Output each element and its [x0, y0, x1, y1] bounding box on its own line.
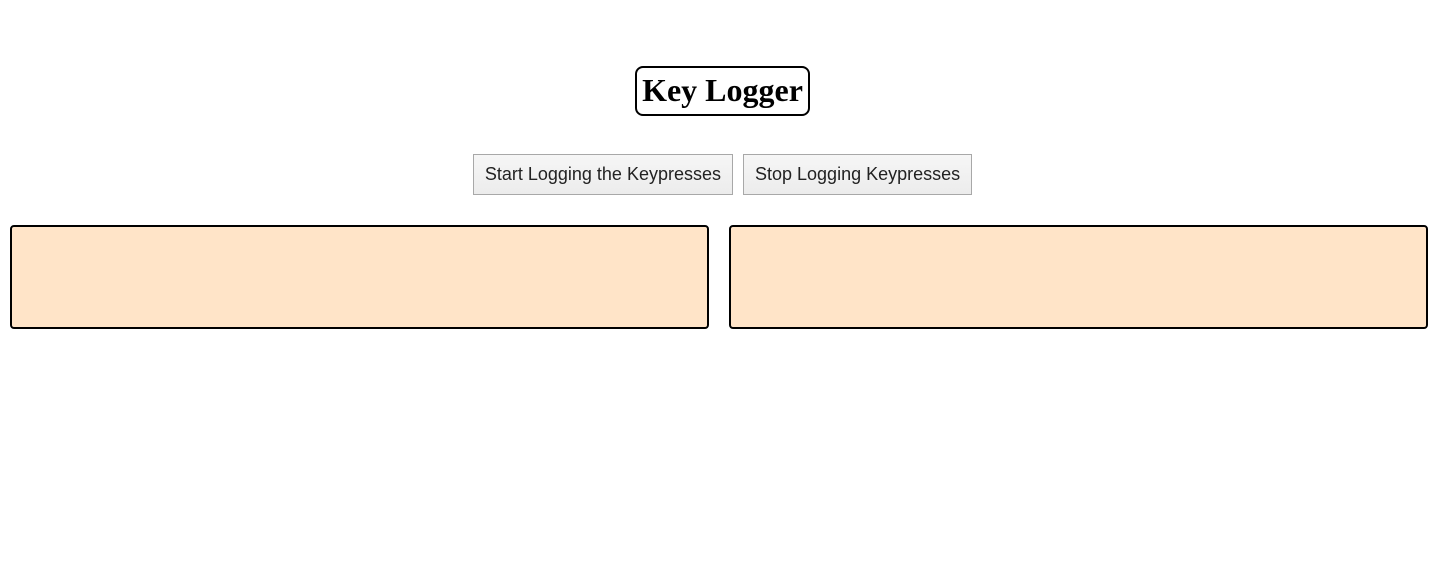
log-panels: [10, 225, 1428, 329]
start-logging-button[interactable]: Start Logging the Keypresses: [472, 154, 733, 195]
title-area: Key Logger: [0, 66, 1445, 116]
control-buttons: Start Logging the Keypresses Stop Loggin…: [0, 154, 1445, 195]
page-title: Key Logger: [635, 66, 810, 116]
keyup-log-panel: [729, 225, 1428, 329]
stop-logging-button[interactable]: Stop Logging Keypresses: [743, 154, 973, 195]
keydown-log-panel: [10, 225, 709, 329]
